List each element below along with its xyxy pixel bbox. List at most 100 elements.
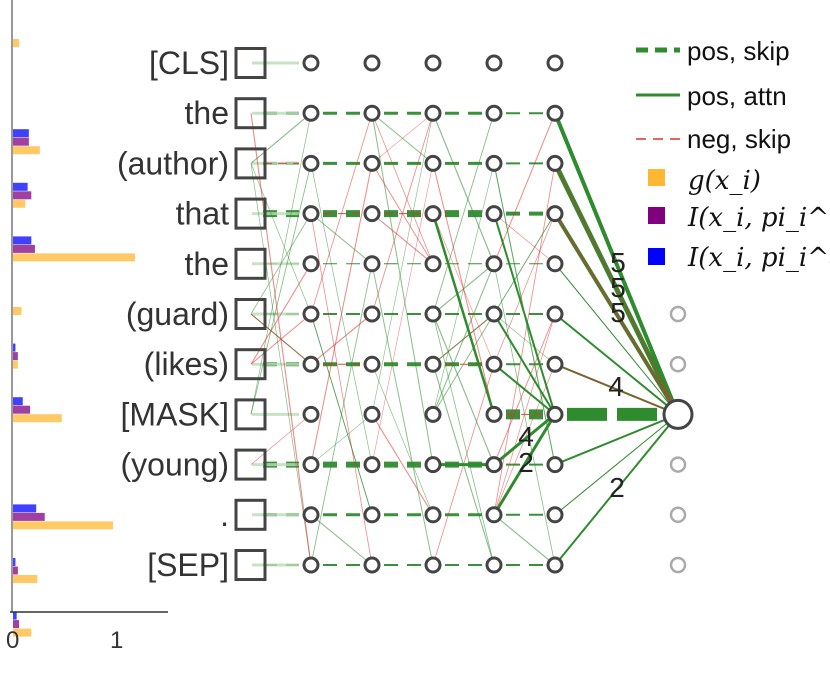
hidden-state-node	[302, 556, 320, 574]
bar-blue-2	[13, 129, 29, 138]
hidden-state-node	[302, 355, 320, 373]
pos-attn-edge	[432, 313, 495, 566]
bar-purple-10	[13, 566, 18, 575]
pos-attn-edge	[310, 313, 373, 515]
hidden-state-node	[363, 305, 381, 323]
pos-attn-edge	[493, 363, 556, 416]
hidden-state-node	[485, 456, 503, 474]
output-node-faded	[669, 355, 687, 373]
bar-orange-4	[13, 253, 135, 262]
token-input-box	[234, 197, 267, 230]
hidden-state-node	[546, 506, 564, 524]
neg-attn-edge	[250, 414, 312, 465]
pos-attn-edge	[554, 414, 679, 516]
bar-blue-3	[13, 182, 28, 191]
pos-attn-edge	[493, 213, 556, 415]
hidden-state-node	[424, 205, 442, 223]
pos-attn-edge	[493, 413, 556, 466]
pos-attn-edge	[310, 213, 373, 265]
hidden-state-node	[302, 104, 320, 122]
pos-attn-edge	[493, 514, 556, 566]
token-label: (likes)	[144, 346, 229, 382]
hidden-state-node	[546, 205, 564, 223]
bar-orange-10	[13, 575, 38, 583]
hidden-state-node	[302, 154, 320, 172]
graph-edges	[250, 61, 681, 567]
legend-ie-swatch	[648, 207, 665, 224]
bar-orange-9	[13, 521, 114, 530]
hidden-state-node	[485, 405, 503, 423]
pos-attn-edge	[250, 213, 312, 315]
pos-attn-edge	[493, 313, 556, 365]
output-node-faded	[669, 305, 687, 323]
bar-orange-0	[13, 39, 20, 47]
pos-attn-edge	[432, 313, 495, 365]
neg-attn-edge	[310, 113, 373, 315]
neg-attn-edge	[371, 112, 434, 164]
bar-blue-10	[13, 558, 16, 566]
token-label: the	[185, 246, 229, 282]
token-input-box	[234, 47, 267, 79]
neg-attn-edge	[554, 363, 679, 415]
hidden-state-node	[485, 205, 503, 223]
hidden-state-node	[485, 54, 503, 72]
bar-blue-4	[13, 236, 32, 245]
hidden-state-node	[363, 154, 381, 172]
hidden-state-node	[302, 54, 320, 72]
bar-purple-6	[13, 352, 18, 361]
hidden-state-node	[363, 506, 381, 524]
legend-g-label: g(x_i)	[688, 166, 761, 196]
neg-attn-edge	[371, 113, 434, 264]
token-label: [MASK]	[121, 396, 229, 432]
hidden-state-node	[424, 556, 442, 574]
neg-attn-edge	[310, 313, 373, 365]
hidden-state-node	[363, 456, 381, 474]
x-tick-label-0: 0	[6, 627, 19, 654]
bar-orange-5	[13, 307, 22, 315]
hidden-state-node	[424, 104, 442, 122]
pos-attn-edge	[371, 263, 434, 566]
token-input-box	[234, 549, 267, 581]
pos-attn-edge	[493, 213, 556, 315]
bar-orange-2	[13, 146, 40, 155]
legend: pos, skip pos, attn neg, skip g(x_i) I(x…	[636, 36, 830, 273]
pos-attn-edge	[250, 163, 312, 415]
hidden-state-node	[424, 154, 442, 172]
edge-value-label: 2	[518, 447, 534, 478]
neg-attn-edge	[493, 313, 556, 515]
output-node-faded	[669, 456, 687, 473]
edge-value-label: 4	[518, 421, 534, 452]
token-label: (guard)	[126, 296, 229, 332]
hidden-state-node	[363, 104, 381, 122]
pos-attn-edge	[310, 163, 373, 465]
legend-ie-label: I(x_i, pi_i^e)	[687, 203, 830, 233]
token-label: (author)	[117, 145, 229, 181]
pos-attn-edge	[431, 213, 496, 415]
legend-pos-skip-label: pos, skip	[687, 36, 790, 66]
hidden-state-node	[546, 255, 564, 273]
edge-value-label: 4	[608, 371, 624, 402]
legend-pos-attn-label: pos, attn	[687, 81, 787, 111]
pos-attn-edge	[554, 413, 679, 466]
bar-purple-7	[13, 405, 31, 414]
neg-attn-edge	[554, 213, 679, 415]
bar-orange-7	[13, 414, 62, 423]
token-input-box	[234, 97, 267, 130]
hidden-state-node	[424, 355, 442, 373]
token-label: [SEP]	[147, 547, 229, 583]
hidden-state-node	[424, 506, 442, 524]
hidden-state-node	[485, 154, 503, 172]
pos-attn-edge	[553, 112, 680, 416]
token-label: .	[220, 497, 229, 533]
bar-purple-4	[13, 244, 35, 253]
importance-bar-chart	[13, 39, 135, 637]
neg-attn-edge	[371, 163, 434, 265]
hidden-state-node	[363, 255, 381, 273]
hidden-state-node	[424, 54, 442, 72]
output-node-faded	[669, 506, 687, 524]
bar-orange-6	[13, 360, 18, 369]
pos-attn-edge	[554, 313, 679, 416]
pos-attn-edge	[554, 263, 679, 415]
